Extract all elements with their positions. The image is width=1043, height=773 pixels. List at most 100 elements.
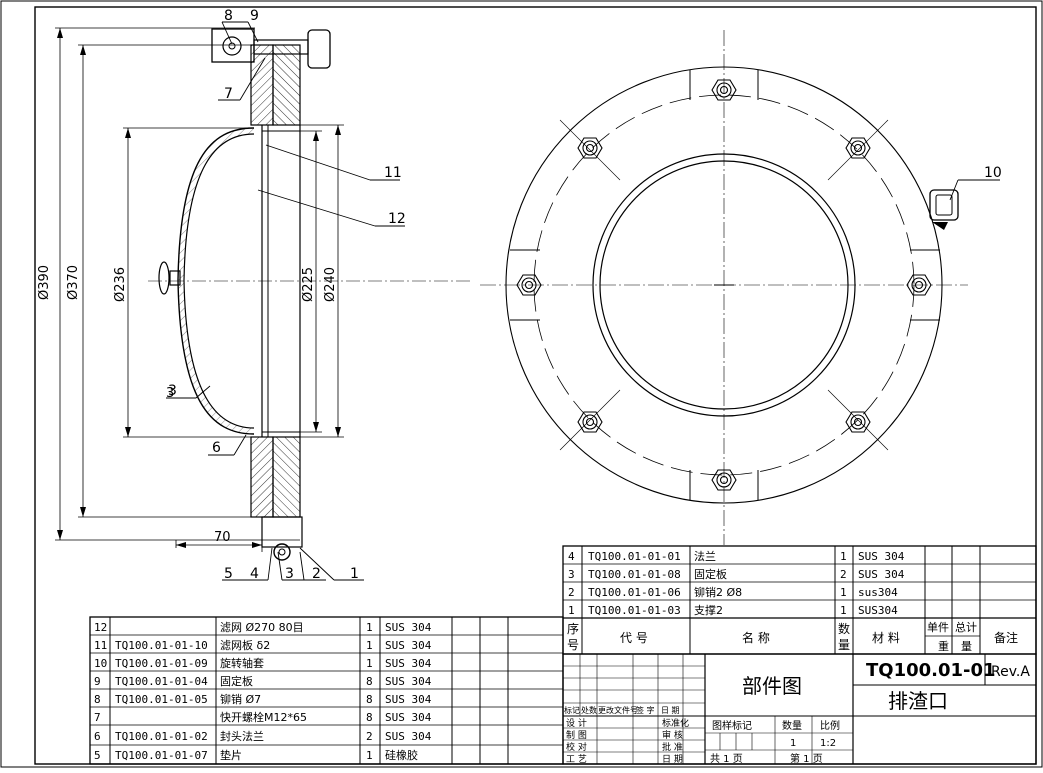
lower-row6-qty: 8 xyxy=(366,711,373,724)
lower-row1-no: 12 xyxy=(94,621,107,634)
change-header-file: 更改文件号 xyxy=(598,705,638,715)
header-mat: 材 料 xyxy=(872,631,900,645)
balloon-9: 9 xyxy=(250,8,259,24)
header-unit: 单件 xyxy=(927,621,949,634)
header-weight-a: 重 xyxy=(938,639,949,653)
balloon-12: 12 xyxy=(388,211,406,227)
lower-row7-name: 封头法兰 xyxy=(220,729,264,743)
header-no-top: 序 xyxy=(567,621,579,636)
dim-70-label: 70 xyxy=(214,530,231,545)
lower-row8-mat: 硅橡胶 xyxy=(385,748,418,762)
lower-row5-qty: 8 xyxy=(366,693,373,706)
lower-row3-qty: 1 xyxy=(366,657,373,670)
revision: Rev.A xyxy=(991,664,1030,680)
balloon-5: 5 xyxy=(224,566,233,582)
lower-row4-mat: SUS 304 xyxy=(385,675,432,688)
upper-row4-no: 1 xyxy=(568,604,575,617)
lower-row5-mat: SUS 304 xyxy=(385,693,432,706)
lower-row1-qty: 1 xyxy=(366,621,373,634)
lower-row6-mat: SUS 304 xyxy=(385,711,432,724)
lower-row8-code: TQ100.01-01-07 xyxy=(115,749,208,762)
upper-row1-qty: 1 xyxy=(840,550,847,563)
header-total: 总计 xyxy=(955,620,977,634)
upper-row1-code: TQ100.01-01-01 xyxy=(588,550,681,563)
lower-row4-qty: 8 xyxy=(366,675,373,688)
lower-row2-mat: SUS 304 xyxy=(385,639,432,652)
balloon-10: 10 xyxy=(984,165,1002,181)
lower-row7-qty: 2 xyxy=(366,730,373,743)
lower-row2-name: 滤网板 δ2 xyxy=(220,638,270,652)
change-header-mark: 标记 xyxy=(564,705,580,715)
lower-row7-code: TQ100.01-01-02 xyxy=(115,730,208,743)
balloon-6: 6 xyxy=(212,440,221,456)
lower-row3-mat: SUS 304 xyxy=(385,657,432,670)
quantity-value: 1 xyxy=(790,738,796,749)
header-qty-top: 数 xyxy=(838,621,850,636)
header-no-bot: 号 xyxy=(567,638,579,652)
role-check: 校 对 xyxy=(566,741,587,753)
lower-row4-code: TQ100.01-01-04 xyxy=(115,675,208,688)
drawing-type: 部件图 xyxy=(742,674,802,698)
role-process: 工 艺 xyxy=(566,754,587,765)
drawing-number: TQ100.01-01 xyxy=(866,660,996,681)
lower-row8-no: 5 xyxy=(94,749,101,762)
upper-row3-no: 2 xyxy=(568,586,575,599)
lower-row8-name: 垫片 xyxy=(220,748,242,762)
upper-row3-code: TQ100.01-01-06 xyxy=(588,586,681,599)
lower-row3-name: 旋转轴套 xyxy=(220,656,264,670)
dim-225-label: Ø225 xyxy=(301,267,316,302)
role-standard: 标准化 xyxy=(662,717,689,729)
role-date: 日 期 xyxy=(662,754,683,765)
upper-row4-qty: 1 xyxy=(840,604,847,617)
role-draw: 制 图 xyxy=(566,729,587,741)
lower-row1-name: 滤网 Ø270 80目 xyxy=(220,621,304,634)
change-header-sign: 签 字 xyxy=(636,705,655,715)
lower-row8-qty: 1 xyxy=(366,749,373,762)
sheet-number: 第 1 页 xyxy=(790,752,823,765)
lower-row2-no: 11 xyxy=(94,639,107,652)
upper-row3-mat: sus304 xyxy=(858,586,898,599)
header-qty-bot: 量 xyxy=(838,638,850,652)
lower-row4-no: 9 xyxy=(94,675,101,688)
role-design: 设 计 xyxy=(566,717,587,729)
lower-row7-mat: SUS 304 xyxy=(385,730,432,743)
title-block-grid xyxy=(562,653,1037,765)
upper-row3-name: 铆销2 Ø8 xyxy=(694,585,742,599)
role-approve: 批 准 xyxy=(662,741,683,753)
header-remark: 备注 xyxy=(994,630,1018,645)
balloon-3-bottom: 3 xyxy=(285,566,294,582)
header-name: 名 称 xyxy=(742,630,770,645)
lower-row4-name: 固定板 xyxy=(220,674,253,688)
upper-row4-name: 支撑2 xyxy=(694,603,723,617)
lower-row6-no: 7 xyxy=(94,711,101,724)
upper-row4-mat: SUS304 xyxy=(858,604,898,617)
upper-row2-qty: 2 xyxy=(840,568,847,581)
dim-3-label: 3 xyxy=(166,386,174,401)
dim-240-label: Ø240 xyxy=(323,267,338,302)
lower-row5-code: TQ100.01-01-05 xyxy=(115,693,208,706)
change-header-date: 日 期 xyxy=(661,706,680,715)
lower-row2-qty: 1 xyxy=(366,639,373,652)
lower-row3-code: TQ100.01-01-09 xyxy=(115,657,208,670)
dim-390-label: Ø390 xyxy=(37,265,52,300)
upper-row2-mat: SUS 304 xyxy=(858,568,905,581)
balloon-4: 4 xyxy=(250,566,259,582)
lower-row6-name: 快开螺栓M12*65 xyxy=(220,710,307,724)
upper-row3-qty: 1 xyxy=(840,586,847,599)
balloon-7: 7 xyxy=(224,86,233,102)
header-code: 代 号 xyxy=(620,631,648,645)
quantity-label: 数量 xyxy=(782,719,802,732)
upper-row2-name: 固定板 xyxy=(694,567,727,581)
balloon-11: 11 xyxy=(384,165,402,181)
upper-row1-no: 4 xyxy=(568,550,575,563)
side-section-view: Ø390 Ø370 Ø236 Ø225 Ø240 3 70 xyxy=(37,8,470,582)
dim-236-label: Ø236 xyxy=(113,267,128,302)
role-review: 审 核 xyxy=(662,729,683,741)
balloon-2: 2 xyxy=(312,566,321,582)
lower-row7-no: 6 xyxy=(94,730,101,743)
dim-370-label: Ø370 xyxy=(66,265,81,300)
upper-row2-code: TQ100.01-01-08 xyxy=(588,568,681,581)
